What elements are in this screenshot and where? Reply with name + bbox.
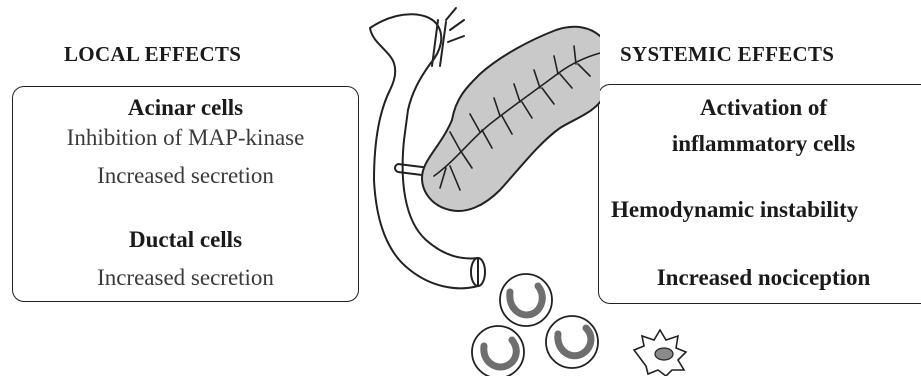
acinar-effect-map-kinase: Inhibition of MAP-kinase <box>13 123 358 153</box>
systemic-effect-activation: Activation of <box>599 93 921 123</box>
systemic-effects-box: Activation of inflammatory cells Hemodyn… <box>598 84 921 304</box>
bile-duct <box>432 8 464 66</box>
pancreas-illustration <box>360 0 600 376</box>
ductal-effect-secretion: Increased secretion <box>13 263 358 293</box>
neutrophil-cell <box>546 316 598 368</box>
systemic-effects-heading: SYSTEMIC EFFECTS <box>620 42 834 67</box>
local-effects-heading: LOCAL EFFECTS <box>64 42 241 67</box>
neutrophil-cell <box>500 274 552 326</box>
acinar-cells-title: Acinar cells <box>13 93 358 123</box>
macrophage-cell <box>630 328 690 376</box>
local-effects-box: Acinar cells Inhibition of MAP-kinase In… <box>12 86 359 302</box>
systemic-effect-hemodynamic: Hemodynamic instability <box>611 195 921 225</box>
neutrophil-cell <box>472 326 524 376</box>
acinar-effect-secretion: Increased secretion <box>13 161 358 191</box>
systemic-effect-inflammatory-cells: inflammatory cells <box>599 129 921 159</box>
pancreas-gland <box>422 27 600 211</box>
ductal-cells-title: Ductal cells <box>13 225 358 255</box>
systemic-effect-nociception: Increased nociception <box>599 263 921 293</box>
